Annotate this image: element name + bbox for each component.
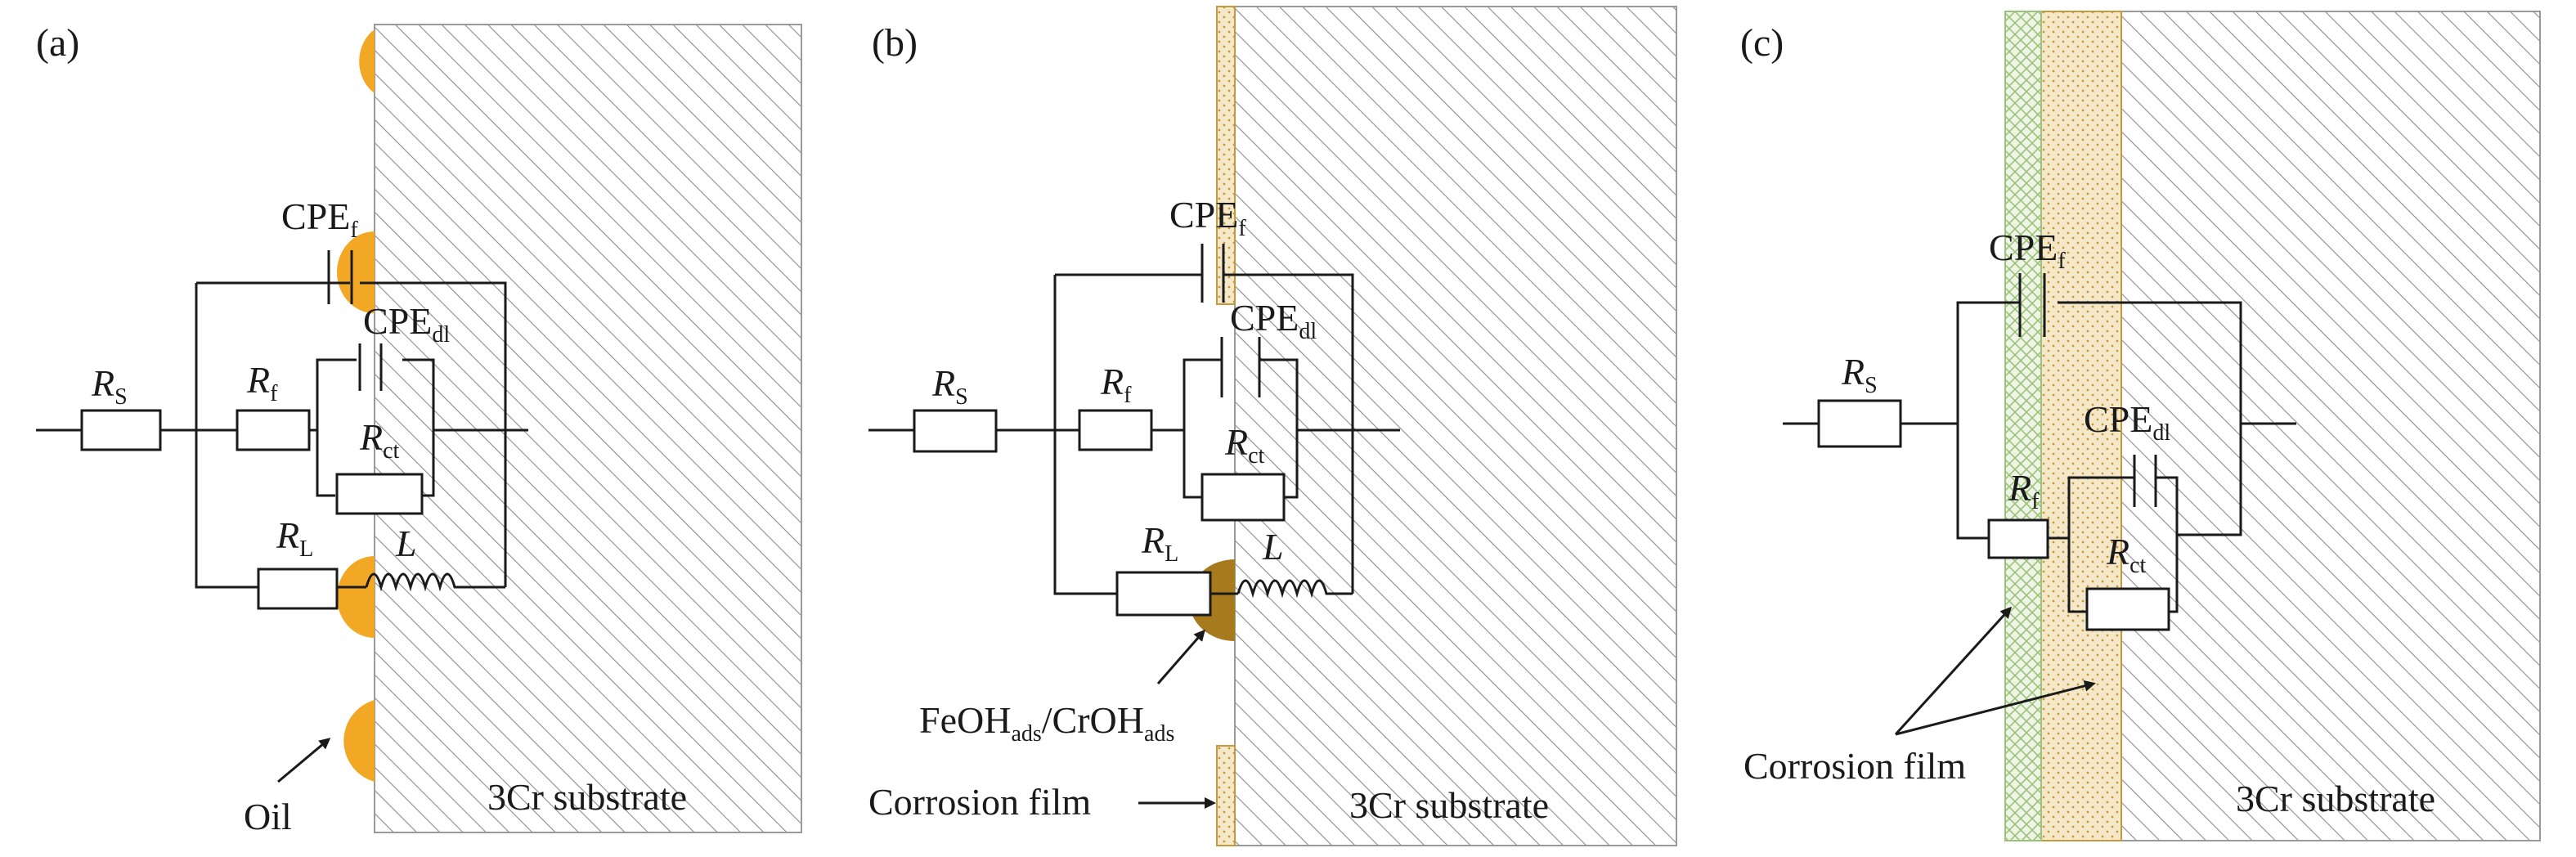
rs-label-a: RS bbox=[91, 362, 128, 410]
oil-droplet-1 bbox=[359, 29, 375, 93]
rct-label-c: Rct bbox=[2106, 531, 2147, 578]
corrosion-film-label-c: Corrosion film bbox=[1744, 745, 1966, 787]
substrate-label-b: 3Cr substrate bbox=[1349, 784, 1549, 826]
resistor-rct-c bbox=[2085, 587, 2170, 631]
adsorbate-label: FeOHads/CrOHads bbox=[919, 699, 1174, 747]
rf-label-a: Rf bbox=[246, 359, 278, 406]
resistor-rf-b bbox=[1078, 409, 1153, 451]
rf-label-b: Rf bbox=[1100, 361, 1132, 408]
panel-b-label: (b) bbox=[872, 21, 918, 65]
rl-label-a: RL bbox=[276, 514, 313, 562]
rs-label-c: RS bbox=[1841, 351, 1878, 398]
panel-a-label: (a) bbox=[36, 21, 79, 65]
l-label-b: L bbox=[1262, 526, 1284, 568]
cpe-dl-label-c: CPEdl bbox=[2084, 398, 2170, 446]
cpe-dl-label-a: CPEdl bbox=[363, 300, 450, 348]
oil-droplet-4 bbox=[343, 700, 375, 782]
inductor-b bbox=[1236, 579, 1353, 599]
oil-droplet-3 bbox=[337, 556, 375, 638]
rs-label-b: RS bbox=[931, 362, 968, 410]
panel-a: (a) CPEf CPEdl RS Rf Rct RL L Oil 3 bbox=[36, 21, 802, 837]
resistor-rct-a bbox=[335, 473, 424, 515]
panel-c-label: (c) bbox=[1740, 21, 1784, 65]
substrate-a bbox=[374, 24, 802, 833]
cpe-f-label-a: CPEf bbox=[281, 195, 358, 243]
cpe-f-label-c: CPEf bbox=[1989, 227, 2066, 274]
resistor-rl-b bbox=[1115, 571, 1212, 617]
resistor-rf-c bbox=[1987, 518, 2049, 559]
cpe-f-label-b: CPEf bbox=[1169, 194, 1246, 241]
resistor-rs-c bbox=[1817, 399, 1902, 448]
rl-label-b: RL bbox=[1141, 519, 1178, 567]
oil-label: Oil bbox=[244, 796, 292, 837]
corrosion-film-b-bottom bbox=[1216, 745, 1236, 846]
circuit-wires-c bbox=[1783, 301, 2296, 613]
rf-label-c: Rf bbox=[2008, 467, 2040, 514]
adsorbate-arrow bbox=[1156, 629, 1205, 684]
panel-c: (c) CPEf CPEdl RS Rf Rct Corrosion film … bbox=[1740, 11, 2541, 841]
oil-droplet-2 bbox=[337, 231, 375, 313]
rct-label-b: Rct bbox=[1224, 421, 1265, 469]
resistor-rct-b bbox=[1200, 473, 1286, 522]
circuit-wires-b bbox=[868, 273, 1400, 595]
film-arrow-inner bbox=[1895, 680, 2096, 736]
panel-b: (b) CPEf CPEdl RS Rf Rct RL L FeOHads/Cr… bbox=[868, 6, 1677, 846]
substrate-c bbox=[2120, 11, 2541, 841]
substrate-label-c: 3Cr substrate bbox=[2236, 778, 2435, 819]
resistor-rl-a bbox=[257, 568, 339, 610]
substrate-b bbox=[1234, 6, 1677, 846]
corrosion-film-b-top bbox=[1216, 6, 1236, 305]
oil-arrow bbox=[277, 738, 331, 783]
cpe-dl-label-b: CPEdl bbox=[1230, 297, 1317, 344]
circuit-wires-a bbox=[36, 281, 528, 589]
corrosion-film-label-b: Corrosion film bbox=[868, 781, 1091, 823]
rct-label-a: Rct bbox=[359, 416, 400, 464]
l-label-a: L bbox=[395, 523, 417, 564]
resistor-rs-a bbox=[80, 409, 162, 451]
substrate-label-a: 3Cr substrate bbox=[487, 776, 687, 818]
film-arrow-outer bbox=[1894, 606, 2013, 736]
resistor-rs-b bbox=[913, 409, 998, 453]
resistor-rf-a bbox=[236, 409, 311, 451]
corrosion-film-inner bbox=[2040, 11, 2122, 841]
inductor-a bbox=[365, 572, 505, 592]
corrosion-film-outer bbox=[2004, 11, 2042, 841]
